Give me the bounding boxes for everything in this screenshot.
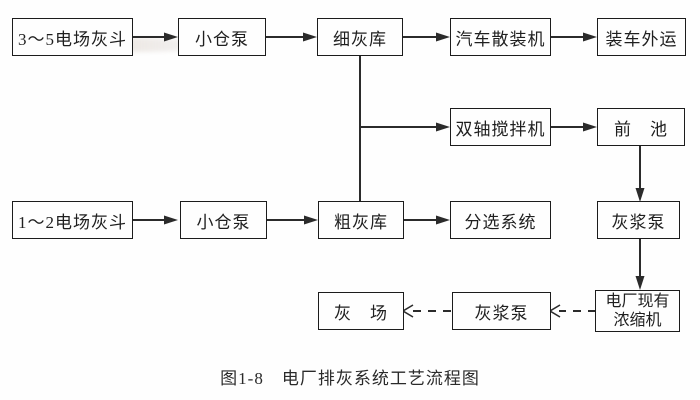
node-double-shaft-mixer-label: 双轴搅拌机 xyxy=(455,119,546,139)
arrow-loader-to-loadout xyxy=(551,32,597,42)
node-coarse-ash-silo-label: 粗灰库 xyxy=(334,212,388,232)
node-ash-yard: 灰 场 xyxy=(318,292,404,330)
node-sorting-system: 分选系统 xyxy=(450,201,551,239)
node-truck-bulk-loader: 汽车散装机 xyxy=(450,18,551,56)
node-hopper-3-5: 3～5电场灰斗 xyxy=(12,18,133,56)
node-existing-thickener-line2: 浓缩机 xyxy=(613,312,662,329)
node-hopper-1-2-label: 1～2电场灰斗 xyxy=(18,212,127,232)
arrow-slurry-pump-to-thickener xyxy=(635,238,645,290)
dashed-arrow-thickener-to-slurry-pump xyxy=(548,304,596,318)
node-double-shaft-mixer: 双轴搅拌机 xyxy=(450,108,551,146)
node-slurry-pump-bottom: 灰浆泵 xyxy=(452,292,551,330)
node-load-out-label: 装车外运 xyxy=(605,29,678,49)
node-slurry-pump-bottom-label: 灰浆泵 xyxy=(474,303,529,323)
node-hopper-3-5-label: 3～5电场灰斗 xyxy=(18,29,127,49)
node-coarse-ash-silo: 粗灰库 xyxy=(318,201,404,239)
node-small-pump-bottom-label: 小仓泵 xyxy=(196,212,251,232)
node-slurry-pump-right: 灰浆泵 xyxy=(597,201,680,239)
arrow-pump-to-coarse-silo xyxy=(267,215,318,225)
dashed-arrow-slurry-pump-to-ash-yard xyxy=(401,304,451,318)
figure-caption: 图1-8 电厂排灰系统工艺流程图 xyxy=(220,369,480,388)
node-sorting-system-label: 分选系统 xyxy=(464,212,537,232)
arrow-mixer-to-forepool xyxy=(551,122,597,132)
node-existing-thickener-line1: 电厂现有 xyxy=(605,293,670,310)
node-fine-ash-silo: 细灰库 xyxy=(317,18,403,56)
arrow-hopper12-to-pump xyxy=(133,215,178,225)
node-hopper-1-2: 1～2电场灰斗 xyxy=(12,201,133,239)
node-existing-thickener: 电厂现有 浓缩机 xyxy=(595,290,680,332)
arrow-fine-silo-to-loader xyxy=(403,32,450,42)
node-fine-ash-silo-label: 细灰库 xyxy=(333,29,387,49)
arrow-coarse-silo-to-sorting xyxy=(404,215,450,225)
node-small-pump-bottom: 小仓泵 xyxy=(180,201,267,239)
node-small-pump-top-label: 小仓泵 xyxy=(195,29,249,49)
node-ash-yard-label: 灰 场 xyxy=(334,303,388,323)
arrow-pump-to-fine-silo xyxy=(266,32,317,42)
node-fore-pool-label: 前 池 xyxy=(614,119,668,139)
node-fore-pool: 前 池 xyxy=(597,108,685,146)
node-load-out: 装车外运 xyxy=(597,18,686,56)
arrow-branch-to-mixer xyxy=(360,122,450,132)
node-slurry-pump-right-label: 灰浆泵 xyxy=(611,212,666,232)
arrow-forepool-to-slurry-pump xyxy=(635,145,645,202)
arrow-hopper35-to-pump xyxy=(133,32,178,42)
node-truck-bulk-loader-label: 汽车散装机 xyxy=(455,29,546,49)
node-small-pump-top: 小仓泵 xyxy=(178,18,266,56)
